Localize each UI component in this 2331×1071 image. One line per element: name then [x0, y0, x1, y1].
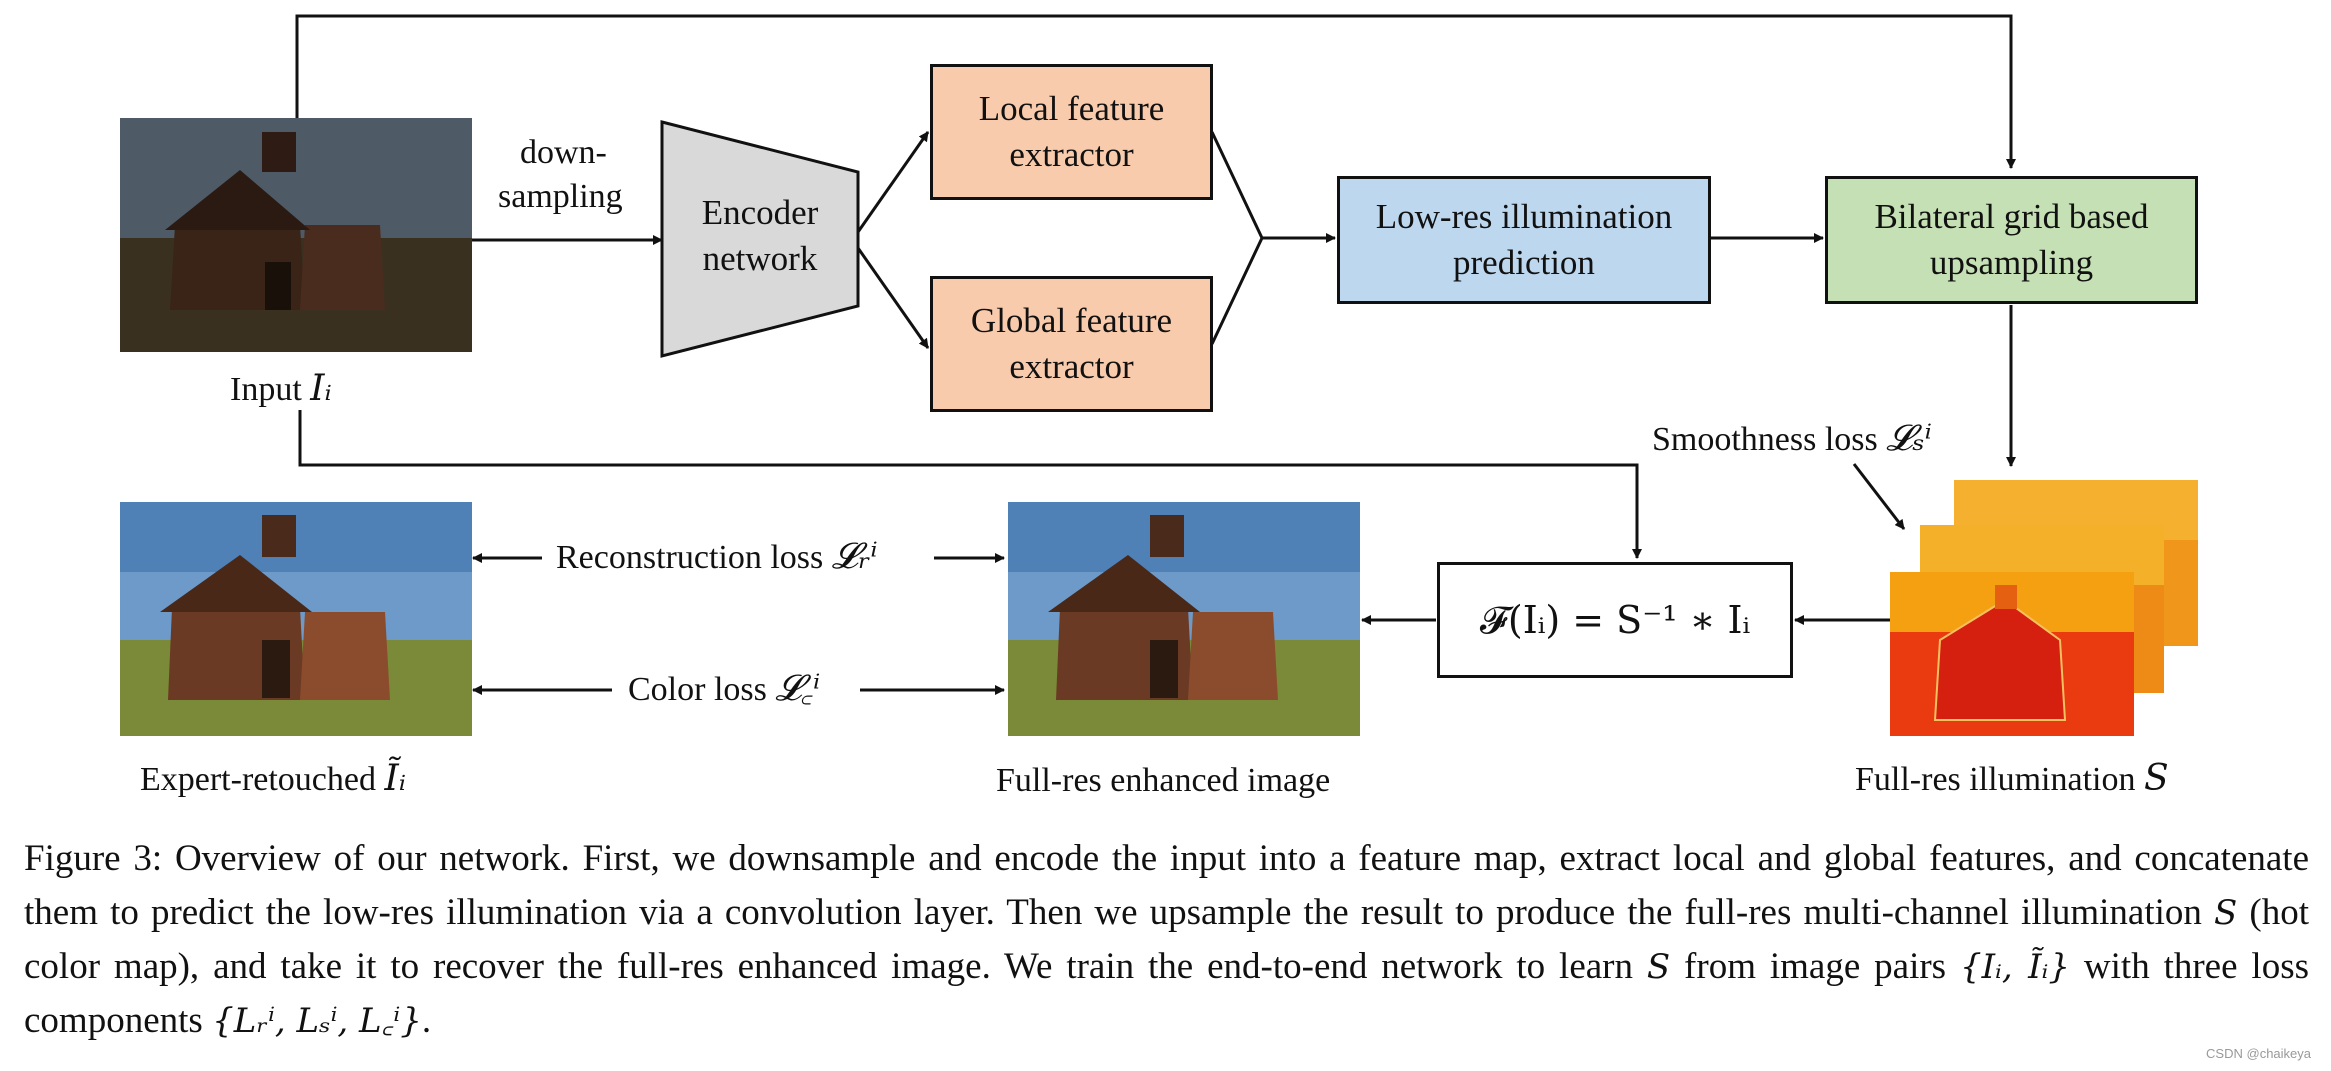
caption-part2: (hot color map), and take it to recover … — [24, 892, 2310, 987]
color-loss-label: Color loss 𝓛꜀ⁱ — [628, 668, 820, 710]
bilateral-grid-upsampling: Bilateral grid based upsampling — [1825, 176, 2198, 304]
input-text: Input — [230, 371, 302, 408]
smoothness-loss-symbol: 𝓛ₛⁱ — [1886, 418, 1932, 459]
downsampling-label-line1: down- — [520, 134, 607, 171]
reconstruction-loss-text: Reconstruction loss — [556, 539, 824, 576]
input-label: Input Iᵢ — [230, 368, 332, 409]
illumination-stack — [1890, 480, 2198, 736]
arrow-smoothness — [1852, 463, 1906, 530]
network-diagram: Encoder network Local feature extractor … — [120, 14, 2198, 799]
local-feature-extractor: Local feature extractor — [930, 64, 1213, 200]
caption-part3: from image pairs — [1670, 946, 1960, 987]
expert-image — [120, 502, 472, 736]
caption-part4: with three loss components — [24, 946, 2309, 1041]
input-symbol: Iᵢ — [310, 368, 332, 409]
lowres-illumination-prediction: Low-res illumination prediction — [1337, 176, 1711, 304]
encoder-label: Encoder network — [701, 193, 819, 278]
arrow-input-to-formula — [298, 410, 1642, 559]
expert-text: Expert-retouched — [140, 761, 376, 798]
downsampling-label-line2: sampling — [498, 178, 623, 215]
caption-symbol-s2: S — [1646, 947, 1671, 987]
enhancement-formula: 𝓕(Iᵢ) = S⁻¹ ∗ Iᵢ — [1437, 562, 1793, 678]
global-feature-extractor: Global feature extractor — [930, 276, 1213, 412]
caption-symbol-s1: S — [2214, 893, 2238, 933]
merge-lines — [1210, 131, 1264, 345]
illumination-text: Full-res illumination — [1855, 761, 2136, 798]
illumination-symbol: S — [2143, 758, 2169, 799]
caption-loss-set: {Lᵣⁱ, Lₛⁱ, L꜀ⁱ} — [212, 1001, 422, 1041]
color-loss-text: Color loss — [628, 671, 767, 708]
smoothness-loss-label: Smoothness loss 𝓛ₛⁱ — [1652, 418, 1932, 460]
arrow-to-global — [856, 247, 930, 349]
smoothness-loss-text: Smoothness loss — [1652, 421, 1878, 458]
encoder-shape — [660, 120, 860, 358]
watermark: CSDN @chaikeya — [2206, 1046, 2311, 1061]
input-image — [120, 118, 472, 352]
reconstruction-loss-symbol: 𝓛ᵣⁱ — [831, 536, 878, 577]
skip-arrow-top — [295, 14, 2016, 169]
arrow-to-local — [856, 131, 930, 233]
expert-label: Expert-retouched Ĩᵢ — [140, 758, 406, 799]
figure-caption: Figure 3: Overview of our network. First… — [24, 832, 2309, 1048]
caption-image-pairs: {Iᵢ, Ĩᵢ} — [1959, 947, 2071, 987]
connectors — [120, 14, 2198, 736]
reconstruction-loss-label: Reconstruction loss 𝓛ᵣⁱ — [556, 536, 878, 578]
caption-part1: Figure 3: Overview of our network. First… — [24, 838, 2309, 933]
expert-symbol: Ĩᵢ — [384, 758, 406, 799]
caption-part5: . — [421, 1000, 432, 1041]
color-loss-symbol: 𝓛꜀ⁱ — [775, 668, 821, 709]
enhanced-image — [1008, 502, 1360, 736]
enhanced-label: Full-res enhanced image — [996, 762, 1331, 799]
illumination-label: Full-res illumination S — [1855, 758, 2169, 799]
